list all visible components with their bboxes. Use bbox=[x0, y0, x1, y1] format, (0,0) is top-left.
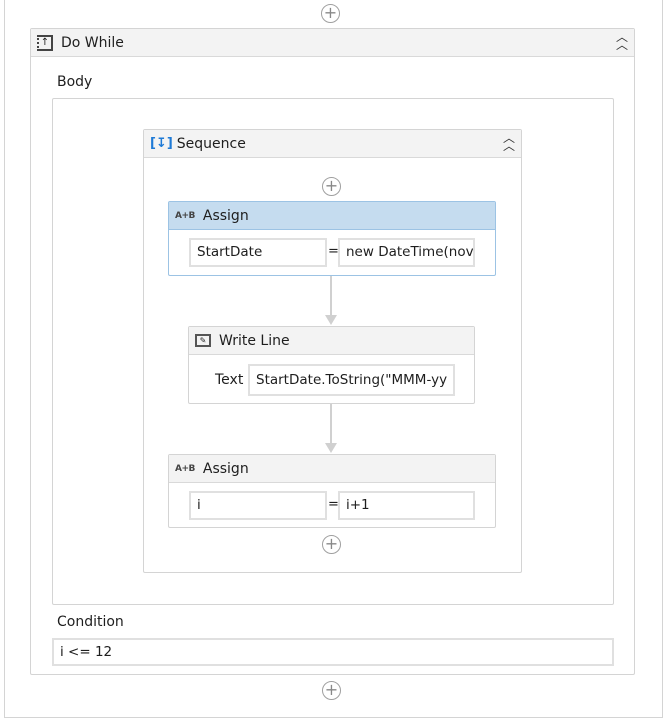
do-while-title: Do While bbox=[61, 34, 124, 51]
assign-value-input[interactable]: new DateTime(nov bbox=[338, 238, 475, 267]
add-activity-button[interactable]: + bbox=[322, 535, 341, 554]
connector-arrow bbox=[330, 276, 332, 316]
assign-icon: A+B bbox=[175, 463, 195, 474]
add-activity-button[interactable]: + bbox=[322, 177, 341, 196]
do-while-header[interactable]: ↑ Do While ︿︿ bbox=[31, 29, 634, 57]
collapse-icon[interactable]: ︿︿ bbox=[502, 131, 515, 153]
write-line-title: Write Line bbox=[219, 332, 290, 349]
equals-sign: = bbox=[328, 497, 339, 512]
connector-arrow bbox=[330, 404, 332, 444]
assign-activity-1[interactable]: A+B Assign StartDate = new DateTime(nov bbox=[168, 201, 496, 276]
assign-value-input[interactable]: i+1 bbox=[338, 491, 475, 520]
sequence-title: Sequence bbox=[176, 135, 246, 152]
connector-arrowhead bbox=[325, 443, 337, 453]
collapse-icon[interactable]: ︿︿ bbox=[615, 30, 628, 52]
assign-header[interactable]: A+B Assign bbox=[169, 455, 495, 483]
body-label: Body bbox=[57, 74, 93, 90]
do-while-icon: ↑ bbox=[37, 34, 53, 51]
canvas-frame bbox=[4, 0, 663, 718]
write-line-header[interactable]: ✎ Write Line bbox=[189, 327, 474, 355]
assign-to-input[interactable]: i bbox=[189, 491, 327, 520]
text-label: Text bbox=[215, 372, 244, 388]
assign-activity-2[interactable]: A+B Assign i = i+1 bbox=[168, 454, 496, 528]
sequence-icon: [↧] bbox=[150, 136, 173, 151]
write-line-icon: ✎ bbox=[195, 334, 211, 347]
assign-title: Assign bbox=[202, 460, 249, 477]
equals-sign: = bbox=[328, 244, 339, 259]
assign-header[interactable]: A+B Assign bbox=[169, 202, 495, 230]
condition-label: Condition bbox=[57, 614, 124, 630]
sequence-header[interactable]: [↧] Sequence ︿︿ bbox=[144, 130, 521, 158]
assign-icon: A+B bbox=[175, 210, 195, 221]
connector-arrowhead bbox=[325, 315, 337, 325]
add-activity-bottom-button[interactable]: + bbox=[322, 681, 341, 700]
text-input[interactable]: StartDate.ToString("MMM-yy bbox=[248, 364, 455, 396]
add-activity-top-button[interactable]: + bbox=[321, 4, 340, 23]
assign-to-input[interactable]: StartDate bbox=[189, 238, 327, 267]
condition-input[interactable]: i <= 12 bbox=[52, 638, 614, 666]
assign-title: Assign bbox=[202, 207, 249, 224]
write-line-activity[interactable]: ✎ Write Line Text StartDate.ToString("MM… bbox=[188, 326, 475, 404]
